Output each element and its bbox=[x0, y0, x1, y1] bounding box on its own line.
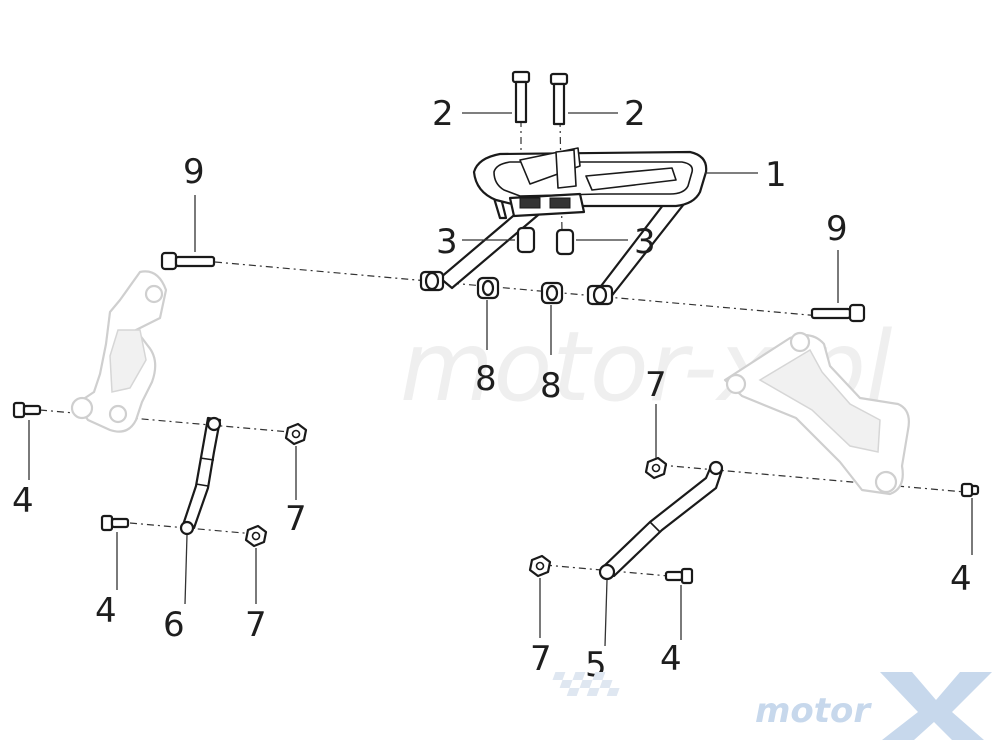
callout-7-left-lower: 7 bbox=[245, 605, 267, 645]
spacer-sleeve-right bbox=[555, 228, 575, 256]
right-stay-bar bbox=[598, 460, 724, 581]
upper-bolt-right bbox=[549, 72, 569, 126]
callout-4-right-lower: 4 bbox=[660, 639, 682, 679]
small-bolt-left-lower bbox=[100, 514, 130, 532]
small-bolt-left-upper bbox=[12, 401, 42, 419]
callout-3-right: 3 bbox=[634, 222, 656, 262]
callout-6: 6 bbox=[163, 605, 185, 645]
nut-left-upper bbox=[284, 422, 308, 446]
motor-x-logo: motor bbox=[552, 672, 992, 740]
callout-8-left: 8 bbox=[475, 359, 497, 399]
luggage-rack-frame bbox=[419, 147, 708, 306]
callout-7-left-upper: 7 bbox=[285, 499, 307, 539]
callout-7-right-lower: 7 bbox=[530, 639, 552, 679]
axis-line-upper-bolt bbox=[214, 261, 821, 317]
callout-2-left: 2 bbox=[432, 94, 454, 134]
checkered-flag-icon bbox=[552, 672, 620, 696]
spacer-right bbox=[540, 281, 564, 305]
right-frame-bracket-outline bbox=[723, 331, 910, 496]
nut-right-lower bbox=[528, 554, 552, 578]
axis-line-right-lower bbox=[544, 564, 681, 578]
callout-9-right: 9 bbox=[826, 209, 848, 249]
long-bolt-left bbox=[160, 251, 216, 271]
upper-bolt-left bbox=[511, 70, 531, 124]
spacer-sleeve-left bbox=[516, 226, 536, 254]
left-frame-bracket-outline bbox=[70, 270, 168, 433]
callout-4-left-lower: 4 bbox=[95, 591, 117, 631]
x-mark-icon bbox=[880, 672, 992, 740]
callout-1: 1 bbox=[765, 155, 787, 195]
nut-left-lower bbox=[244, 524, 268, 548]
callout-4-left-upper: 4 bbox=[12, 481, 34, 521]
leader-lines bbox=[28, 112, 973, 647]
small-bolt-right-upper bbox=[960, 482, 980, 498]
small-bolt-right-lower bbox=[664, 567, 694, 585]
spacer-left bbox=[476, 276, 500, 300]
callout-7-right-upper: 7 bbox=[645, 365, 667, 405]
callout-3-left: 3 bbox=[436, 222, 458, 262]
nut-right-upper bbox=[644, 456, 668, 480]
logo-wordmark: motor bbox=[755, 691, 872, 731]
callout-4-right-upper: 4 bbox=[950, 559, 972, 599]
callout-9-left: 9 bbox=[183, 152, 205, 192]
callout-2-right: 2 bbox=[624, 94, 646, 134]
axis-line-left-upper bbox=[39, 409, 291, 433]
callout-8-right: 8 bbox=[540, 366, 562, 406]
long-bolt-right bbox=[810, 303, 866, 323]
left-stay-bar bbox=[179, 416, 222, 536]
